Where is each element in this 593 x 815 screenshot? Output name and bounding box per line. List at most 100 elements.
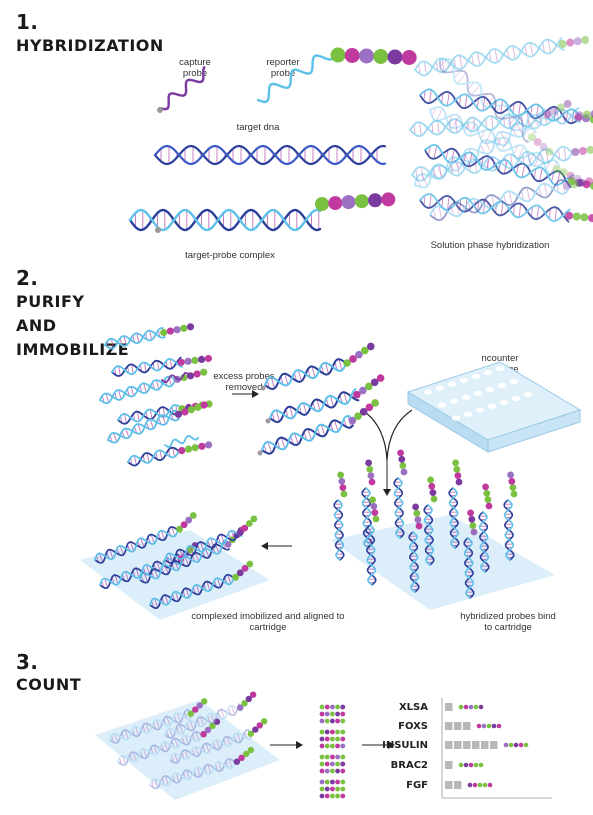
count-barcode-dot xyxy=(513,742,519,748)
solution-beads xyxy=(571,145,593,156)
complex-beads xyxy=(315,192,396,211)
helix-rung xyxy=(160,530,166,540)
helix-strand xyxy=(117,404,182,423)
solution-beads xyxy=(543,99,572,119)
barcode-dot xyxy=(324,704,330,710)
barcode-stacks xyxy=(319,704,346,799)
bead xyxy=(370,378,379,387)
helix-strand xyxy=(419,194,570,223)
bead xyxy=(566,38,575,47)
cartridge-well xyxy=(459,377,469,383)
bead xyxy=(586,145,593,154)
barcode-dot xyxy=(324,718,330,724)
count-block xyxy=(445,703,453,711)
bead xyxy=(563,99,572,108)
solution-helix-body xyxy=(429,179,569,222)
bead xyxy=(398,455,406,463)
helix-strand xyxy=(94,526,182,564)
solution-phase-label: Solution phase hybridization xyxy=(430,240,550,251)
helix-rung xyxy=(433,166,436,177)
helix-rung xyxy=(478,92,482,96)
helix-rung xyxy=(129,541,135,552)
purified-probe xyxy=(269,388,360,424)
helix-rung xyxy=(543,110,549,120)
helix-rung xyxy=(467,119,470,130)
helix-rung xyxy=(228,758,233,769)
cartridge-well xyxy=(435,385,445,391)
helix-rung xyxy=(186,769,190,780)
helix-strand xyxy=(139,543,230,584)
ncounter-cartridge xyxy=(406,361,582,453)
bead xyxy=(250,515,258,523)
barcode-dot xyxy=(335,779,340,785)
helix-strand xyxy=(478,511,490,573)
bead xyxy=(232,573,240,581)
bead xyxy=(581,36,590,44)
helix-rung xyxy=(133,455,137,466)
barcode-dot xyxy=(324,768,330,774)
helix-strand xyxy=(99,553,180,589)
helix-rung xyxy=(220,709,225,719)
helix-rung xyxy=(157,360,160,371)
gene-label-xlsa: XLSA xyxy=(398,702,428,713)
bead xyxy=(233,758,241,765)
helix-rung xyxy=(492,103,496,108)
count-barcode-dot xyxy=(503,742,509,748)
helix-rung xyxy=(316,399,321,411)
helix-strand xyxy=(261,419,354,455)
bead xyxy=(354,194,369,209)
bound-probe-beads xyxy=(427,476,438,503)
bead xyxy=(177,358,185,366)
helix-strand xyxy=(128,208,322,232)
bead xyxy=(397,449,404,457)
helix-strand xyxy=(411,145,576,180)
helix-rung xyxy=(179,724,184,734)
bound-probe xyxy=(503,499,515,561)
helix-rung xyxy=(438,206,443,220)
helix-rung xyxy=(226,736,231,746)
solution-helix xyxy=(409,107,593,138)
bead xyxy=(582,110,591,119)
helix-rung xyxy=(441,58,445,72)
helix-rung xyxy=(118,366,121,376)
helix-rung xyxy=(538,186,542,197)
helix-rung xyxy=(512,45,516,60)
helix-rung xyxy=(521,115,523,126)
bound-probe xyxy=(408,531,420,593)
barcode-dot xyxy=(319,768,325,774)
helix-rung xyxy=(500,201,504,216)
helix-rung xyxy=(431,123,434,134)
barcode-dot xyxy=(335,711,340,717)
bead xyxy=(201,698,208,705)
barcode-dot xyxy=(340,736,346,742)
helix-rung xyxy=(212,742,217,750)
barcode-dot xyxy=(340,768,346,774)
bead xyxy=(482,483,489,491)
helix-rung xyxy=(118,389,122,400)
solution-beads xyxy=(552,165,582,183)
helix-rung xyxy=(294,433,299,445)
helix-rung xyxy=(529,152,535,163)
helix-rung xyxy=(551,172,555,183)
bound-probe xyxy=(448,487,460,549)
mixed-probe xyxy=(107,409,180,444)
count-probe-beads xyxy=(233,746,255,765)
helix-rung xyxy=(153,568,159,579)
helix-rung xyxy=(539,113,541,124)
helix-strand xyxy=(149,758,239,790)
count-bar-foxs xyxy=(445,722,502,730)
bead xyxy=(246,560,254,568)
helix-rung xyxy=(199,541,205,552)
helix-rung xyxy=(419,122,422,136)
bead xyxy=(173,326,181,334)
bead xyxy=(559,168,568,177)
solution-helix xyxy=(414,99,572,189)
helix-rung xyxy=(230,705,236,715)
count-block xyxy=(445,722,453,730)
bead xyxy=(366,465,374,473)
cartridge-well xyxy=(483,369,493,376)
purified-probe xyxy=(264,358,348,391)
helix-rung xyxy=(523,124,527,129)
count-probe-beads xyxy=(247,718,268,737)
count-probe xyxy=(117,730,206,766)
